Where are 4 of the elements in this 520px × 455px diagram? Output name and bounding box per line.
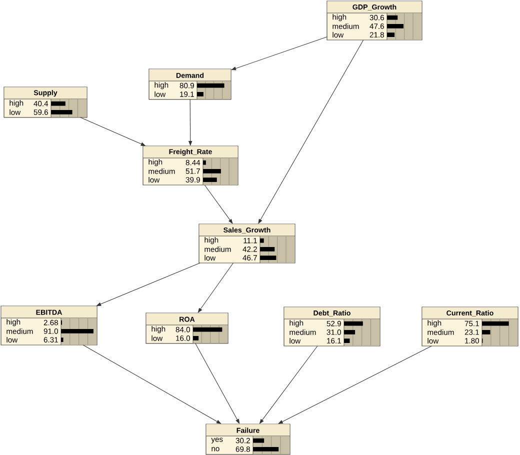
arrow (198, 262, 234, 313)
arrow (195, 343, 240, 424)
arrow (204, 184, 233, 224)
arrow (258, 40, 364, 224)
